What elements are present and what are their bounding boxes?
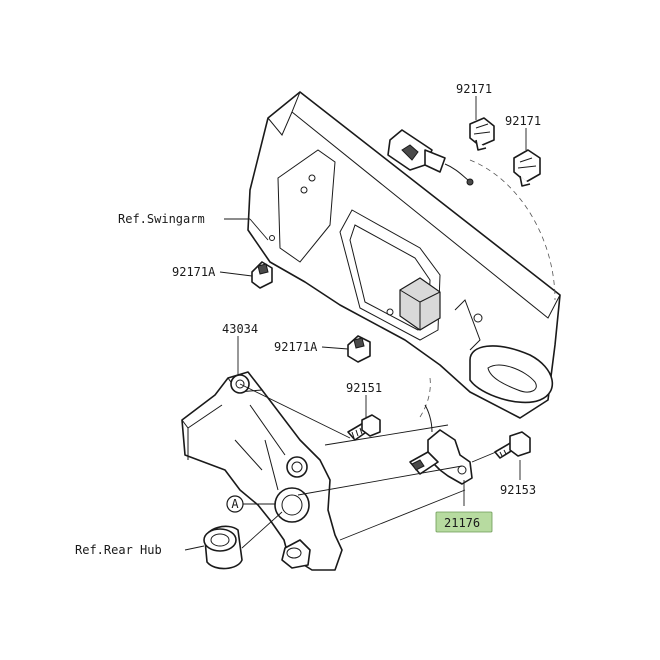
part-highlight-21176 xyxy=(435,511,493,533)
label-92151: 92151 xyxy=(346,381,382,395)
bracket-43034 xyxy=(181,371,343,571)
sensor-connector xyxy=(387,129,474,186)
leader-lines xyxy=(184,96,527,551)
label-21176: 21176 xyxy=(444,516,480,530)
swingarm xyxy=(247,91,561,421)
label-92171-top: 92171 xyxy=(456,82,492,96)
label-92153: 92153 xyxy=(500,483,536,497)
marker-a-label: A xyxy=(231,497,239,511)
label-43034: 43034 xyxy=(222,322,258,336)
bolt-92151 xyxy=(347,414,381,441)
assembly-lines xyxy=(239,383,497,549)
speed-sensor-21176 xyxy=(409,404,473,485)
label-92171A-lower: 92171A xyxy=(274,340,318,354)
clamp-92171A-lower xyxy=(347,335,371,363)
clamp-92171-top xyxy=(469,117,495,151)
clamp-92171-right xyxy=(513,149,541,187)
reference-marker-a: A xyxy=(226,495,275,513)
label-92171A-upper: 92171A xyxy=(172,265,216,279)
label-ref-rear-hub: Ref.Rear Hub xyxy=(75,543,162,557)
label-92171-right: 92171 xyxy=(505,114,541,128)
label-ref-swingarm: Ref.Swingarm xyxy=(118,212,205,226)
bolt-92153 xyxy=(494,431,531,459)
rear-hub-spacer xyxy=(203,525,243,570)
clamp-92171A-upper xyxy=(251,261,273,289)
part-labels: Ref.Swingarm Ref.Rear Hub 92171 92171 92… xyxy=(75,82,541,557)
